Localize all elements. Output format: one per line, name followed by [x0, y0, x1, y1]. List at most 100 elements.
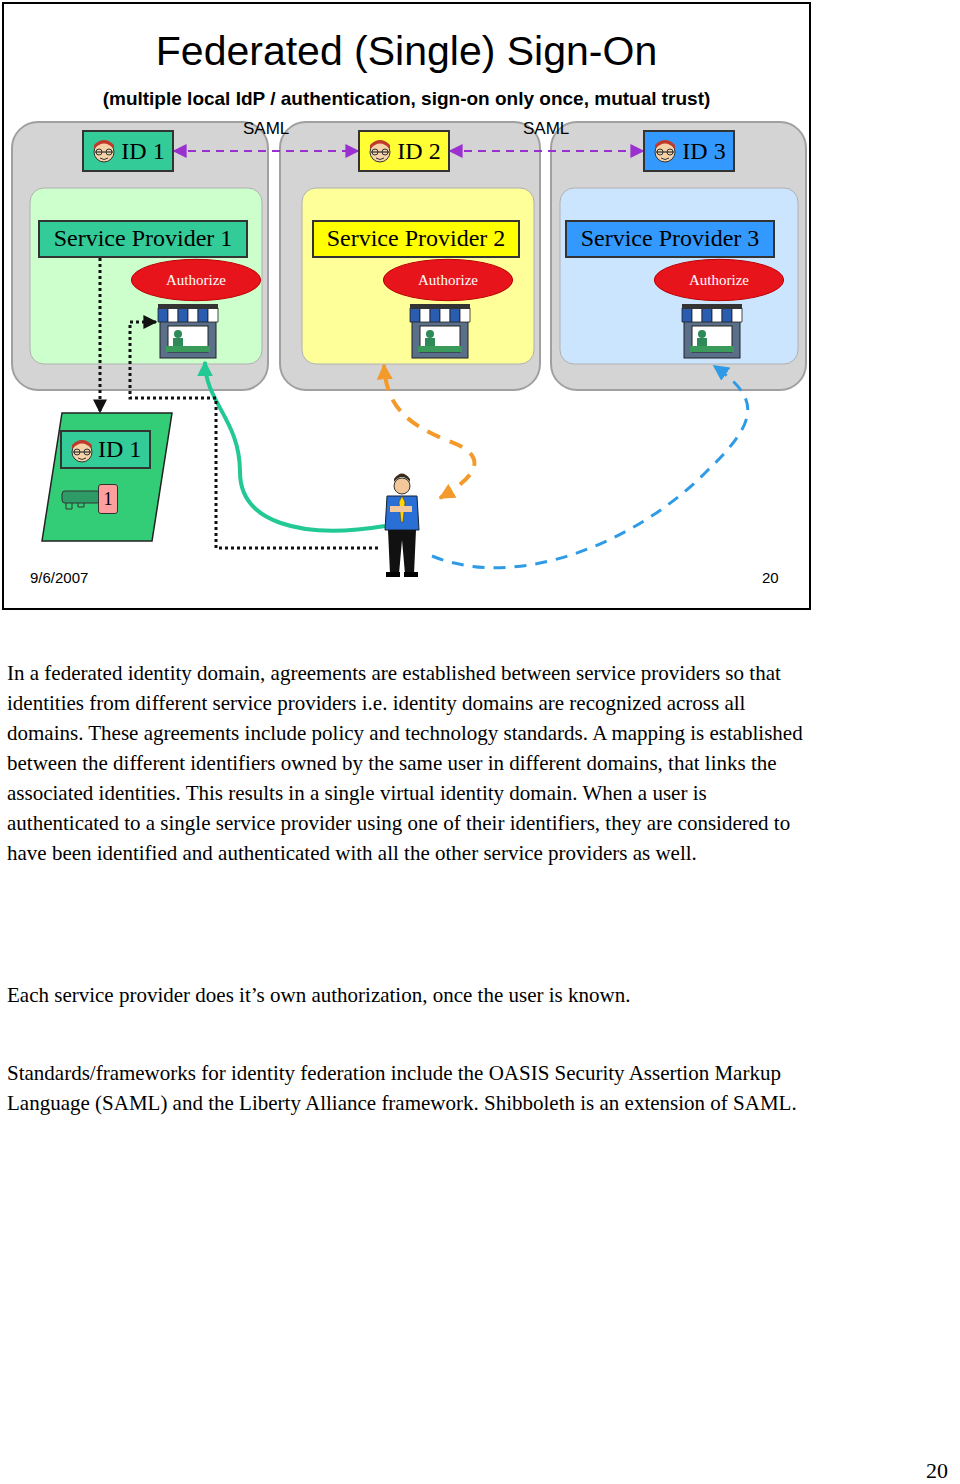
authorize-label: Authorize [166, 272, 226, 289]
hair [394, 474, 410, 483]
node-label: ID 1 [60, 430, 151, 469]
identity-box: ID 3 [643, 130, 735, 172]
glasses [96, 149, 102, 155]
node-label: ID 1 [121, 138, 164, 165]
authorize-ellipse: Authorize [382, 258, 514, 302]
node-label: Service Provider 3 [581, 225, 760, 252]
hair [370, 140, 390, 149]
identity-box: ID 2 [358, 130, 450, 172]
awning-stripe [430, 308, 440, 322]
glasses [95, 151, 113, 152]
hair [655, 140, 675, 149]
user-icon [365, 138, 395, 168]
paragraph: In a federated identity domain, agreemen… [7, 658, 807, 868]
service-provider-box: Service Provider 1 [38, 220, 248, 258]
shop-icon [158, 304, 218, 358]
connector [174, 150, 358, 152]
clerk-head [698, 330, 706, 338]
key-tag: 1 [98, 484, 118, 514]
awning-stripe [168, 308, 178, 322]
provider-region [560, 188, 798, 364]
slide-frame [3, 3, 810, 609]
access-flow [432, 366, 748, 568]
node-label: ID 3 [682, 138, 725, 165]
ellipse-shape [654, 259, 783, 300]
glasses [657, 149, 663, 155]
user-icon [89, 138, 119, 168]
clerk-head [174, 330, 182, 338]
provider-region [30, 188, 262, 364]
awning-stripe [692, 308, 702, 322]
connector [99, 258, 102, 412]
card-shape [42, 413, 172, 541]
shop-roof [410, 304, 470, 309]
authorize-ellipse: Authorize [130, 258, 262, 302]
slide-number: 20 [762, 569, 779, 586]
protocol-label: SAML [243, 119, 289, 139]
awning-stripe [732, 308, 742, 322]
access-flow [205, 362, 385, 531]
node-label: ID 2 [397, 138, 440, 165]
shop-roof [682, 304, 742, 309]
slide-date: 9/6/2007 [30, 569, 88, 586]
authorize-label: Authorize [689, 272, 749, 289]
shop-body [412, 320, 468, 358]
identity-box: ID 1 [82, 130, 174, 172]
node-label: Service Provider 1 [54, 225, 233, 252]
hands [390, 506, 412, 512]
awning-stripe [702, 308, 712, 322]
shop-counter [690, 346, 734, 352]
awning-stripe [460, 308, 470, 322]
user-icon [67, 438, 97, 468]
domain-panel [280, 122, 540, 390]
mouth [376, 158, 384, 160]
page-number: 20 [926, 1458, 948, 1484]
provider-region [302, 188, 534, 364]
shop-body [684, 320, 740, 358]
paragraph: Each service provider does it’s own auth… [7, 980, 807, 1010]
authorize-ellipse: Authorize [653, 258, 785, 302]
mouth [100, 158, 108, 160]
awning-stripe [440, 308, 450, 322]
mouth [661, 158, 669, 160]
glasses [74, 449, 80, 455]
glasses [656, 151, 674, 152]
shoe [404, 572, 418, 577]
shoe [386, 572, 400, 577]
paragraph: Standards/frameworks for identity federa… [7, 1058, 807, 1118]
clerk-head [426, 330, 434, 338]
awning-stripe [420, 308, 430, 322]
domain-panel [12, 122, 268, 390]
awning-stripe [722, 308, 732, 322]
awning-stripe [410, 308, 420, 322]
trousers [388, 530, 416, 574]
service-provider-box: Service Provider 2 [312, 220, 520, 258]
shop-counter [418, 346, 462, 352]
awning-stripe [188, 308, 198, 322]
shop-body [160, 320, 216, 358]
glasses [382, 149, 388, 155]
user-icon [650, 138, 680, 168]
protocol-label: SAML [523, 119, 569, 139]
awning-stripe [712, 308, 722, 322]
key-blade [62, 491, 100, 503]
connector [450, 150, 643, 152]
glasses [84, 449, 90, 455]
authorize-label: Authorize [418, 272, 478, 289]
awning-stripe [178, 308, 188, 322]
hair [72, 440, 92, 449]
head [394, 478, 410, 494]
awning-stripe [198, 308, 208, 322]
shop-counter [166, 346, 210, 352]
callout-number: 1 [104, 489, 113, 510]
awning-stripe [682, 308, 692, 322]
glasses [371, 151, 389, 152]
ellipse-shape [383, 259, 512, 300]
access-flow [384, 365, 475, 498]
mouth [78, 458, 86, 460]
domain-panel [551, 122, 806, 390]
identity-card: ID 1 1 [40, 412, 174, 542]
key-teeth [66, 503, 84, 509]
